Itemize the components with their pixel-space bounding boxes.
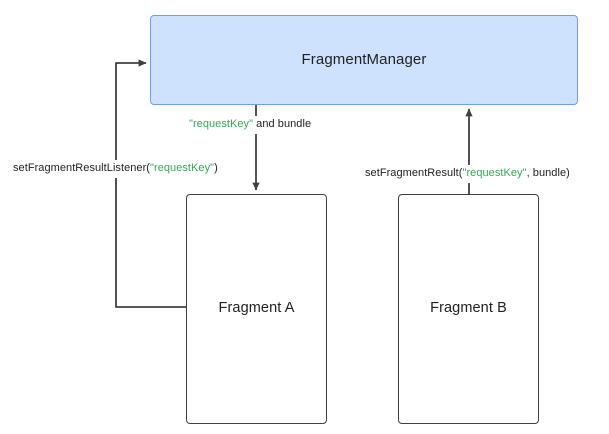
edge-label-set-listener-prefix: setFragmentResultListener( <box>13 162 151 174</box>
edge-label-set-listener-suffix: ) <box>214 162 218 174</box>
node-fragment-manager[interactable]: FragmentManager <box>150 15 578 105</box>
node-fragment-a[interactable]: Fragment A <box>186 194 327 424</box>
edge-label-set-result-prefix: setFragmentResult( <box>365 167 463 179</box>
edge-label-set-result-request-key: "requestKey" <box>462 167 527 179</box>
node-fragment-manager-label: FragmentManager <box>301 51 427 68</box>
node-fragment-b[interactable]: Fragment B <box>398 194 539 424</box>
edge-label-result-publish: setFragmentResult("requestKey", bundle) <box>362 165 573 183</box>
edge-label-set-listener-request-key: "requestKey" <box>150 162 215 174</box>
edge-listener-registration <box>115 59 186 308</box>
edge-label-listener-registration: setFragmentResultListener("requestKey") <box>10 160 221 178</box>
edge-label-result-delivery: "requestKey" and bundle <box>186 116 315 134</box>
edge-label-request-key: "requestKey" <box>189 118 254 130</box>
edge-label-set-result-suffix: , bundle) <box>526 167 570 179</box>
edge-label-and-bundle: and bundle <box>253 118 312 130</box>
node-fragment-b-label: Fragment B <box>430 300 507 317</box>
node-fragment-a-label: Fragment A <box>218 300 295 317</box>
